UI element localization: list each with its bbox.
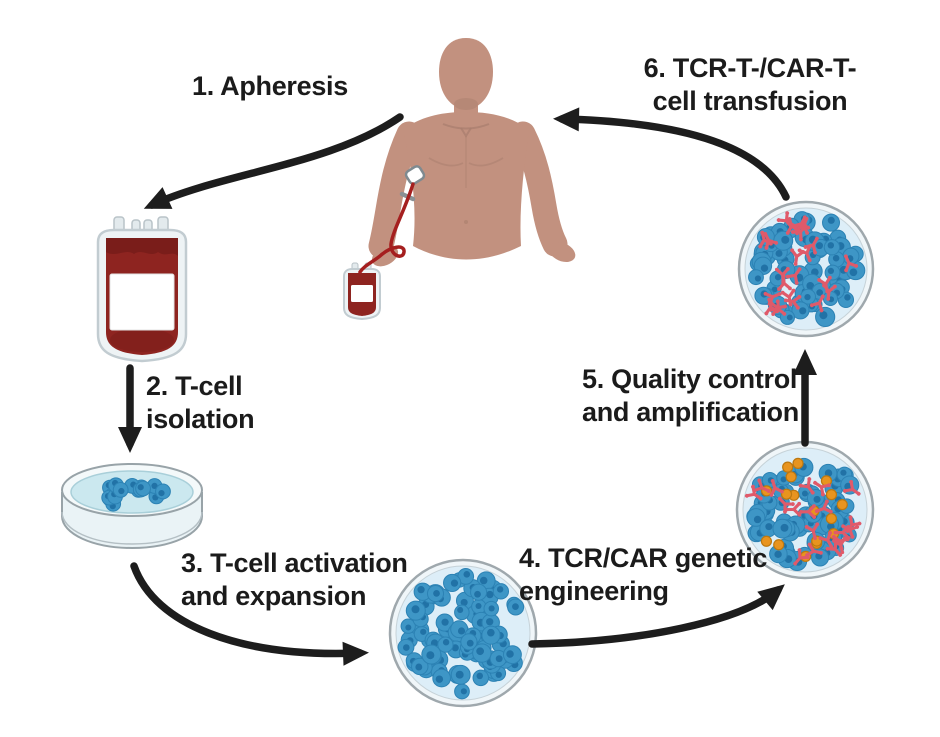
step-6-line-1: 6. TCR-T-/CAR-T- [643, 53, 857, 83]
patient-torso-icon [365, 32, 590, 267]
step-6-label: 6. TCR-T-/CAR-T- cell transfusion [628, 52, 872, 118]
step-5-line-2: and amplification [582, 397, 799, 427]
arrow-1-apheresis [143, 113, 404, 209]
dish-engineered-cells-icon [735, 440, 875, 580]
step-4-label: 4. TCR/CAR genetic engineering [519, 542, 767, 608]
step-5-line-1: 5. Quality control [582, 364, 798, 394]
arrow-6-transfusion [553, 107, 790, 201]
dish-final-cells-icon [737, 200, 875, 338]
collection-bag-icon [340, 262, 384, 322]
step-2-line-2: isolation [146, 404, 255, 434]
arm-patch-icon [404, 165, 426, 185]
step-2-label: 2. T-cell isolation [146, 370, 255, 436]
step-1-line-1: 1. Apheresis [192, 71, 348, 101]
dish-expanded-cells-icon [388, 558, 538, 708]
petri-dish-isolated-cells-icon [56, 452, 208, 568]
step-4-line-2: engineering [519, 576, 669, 606]
step-3-label: 3. T-cell activation and expansion [181, 547, 408, 613]
step-4-line-1: 4. TCR/CAR genetic [519, 543, 768, 573]
step-2-line-1: 2. T-cell [146, 371, 243, 401]
step-6-line-2: cell transfusion [652, 86, 848, 116]
step-3-line-2: and expansion [181, 581, 367, 611]
blood-bag-icon [84, 214, 200, 364]
step-3-line-1: 3. T-cell activation [181, 548, 408, 578]
step-5-label: 5. Quality control and amplification [582, 363, 799, 429]
step-1-label: 1. Apheresis [150, 70, 390, 103]
